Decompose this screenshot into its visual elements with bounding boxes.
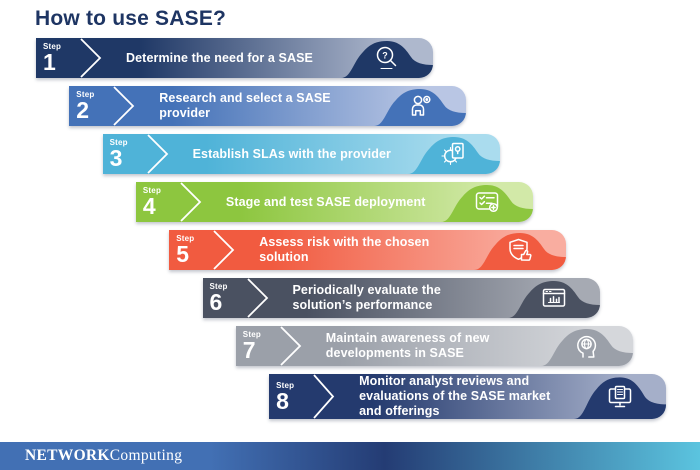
step-banner-4: Step 4 Stage and test SASE deployment — [135, 182, 533, 222]
page-title: How to use SASE? — [35, 7, 227, 30]
step-number: 4 — [142, 193, 156, 220]
step-label: Step — [242, 330, 261, 340]
step-banner-2: Step 2 Research and select a SASE provid… — [69, 86, 467, 126]
step-label: Step — [142, 186, 162, 196]
chevron-right-icon — [280, 326, 302, 366]
step-number-block: Step 8 — [269, 380, 316, 414]
step-number-block: Step 7 — [236, 330, 283, 364]
step-number: 7 — [242, 337, 256, 364]
step-banner-3: Step 3 Establish SLAs with the provider — [102, 134, 500, 174]
step-number: 6 — [209, 289, 223, 316]
step-label: Step — [109, 138, 128, 148]
steps-list: Step 1 Determine the need for a SASE ? S… — [0, 38, 700, 419]
step-banner-5: Step 5 Assess risk with the chosen solut… — [169, 230, 567, 270]
step-text: Research and select a SASE provider — [159, 91, 331, 120]
step-text: Establish SLAs with the provider — [192, 146, 391, 161]
step-number: 5 — [176, 241, 189, 268]
chevron-right-icon — [246, 278, 268, 318]
step-number: 8 — [276, 387, 289, 414]
chevron-right-icon — [113, 86, 135, 126]
step-banner-6: Step 6 Periodically evaluate the solutio… — [202, 278, 600, 318]
step-number-block: Step 1 — [36, 42, 83, 76]
step-number: 2 — [76, 97, 90, 124]
step-text: Maintain awareness of new developments i… — [325, 331, 490, 360]
step-text: Periodically evaluate the solution’s per… — [292, 283, 441, 312]
chevron-right-icon — [213, 230, 235, 270]
step-label: Step — [209, 282, 228, 292]
step-text: Assess risk with the chosen solution — [259, 235, 430, 264]
step-label: Step — [276, 380, 295, 390]
step-number-block: Step 6 — [203, 282, 250, 316]
step-number: 1 — [43, 49, 56, 76]
chevron-right-icon — [180, 182, 202, 222]
chevron-right-icon — [146, 134, 168, 174]
step-number-block: Step 4 — [136, 186, 183, 220]
step-banner-8: Step 8 Monitor analyst reviews and evalu… — [269, 374, 667, 419]
step-number: 3 — [109, 145, 123, 172]
brand-regular: Computing — [109, 447, 183, 464]
chevron-right-icon — [313, 374, 335, 419]
step-text: Determine the need for a SASE — [126, 50, 313, 65]
step-number-block: Step 3 — [103, 138, 150, 172]
chevron-right-icon — [80, 38, 102, 78]
step-number-block: Step 2 — [69, 90, 116, 124]
step-banner-1: Step 1 Determine the need for a SASE ? — [36, 38, 433, 78]
step-label: Step — [43, 42, 62, 52]
step-label: Step — [76, 90, 95, 100]
step-banner-7: Step 7 Maintain awareness of new develop… — [235, 326, 633, 366]
step-number-block: Step 5 — [169, 234, 216, 268]
footer-bar: NETWORKComputing — [0, 442, 700, 470]
network-computing-logo: NETWORKComputing — [25, 447, 182, 465]
step-label: Step — [176, 234, 195, 244]
brand-bold: NETWORK — [25, 447, 110, 464]
step-text: Monitor analyst reviews and evaluations … — [359, 374, 551, 418]
step-text: Stage and test SASE deployment — [225, 194, 426, 209]
